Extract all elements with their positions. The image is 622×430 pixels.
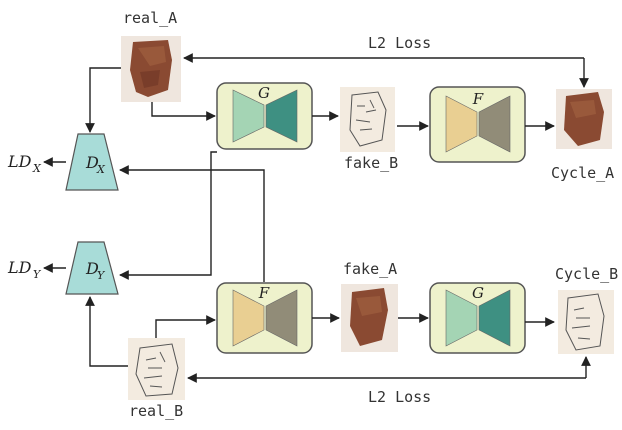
real-b-to-f-arrow [155, 315, 216, 338]
fake-b-label: fake_B [344, 154, 398, 172]
cycle-b-label: Cycle_B [555, 265, 618, 283]
fake-b-to-dy-arrow [119, 151, 217, 280]
discriminator-dy: D Y [65, 241, 119, 295]
generator-g-top-label: G [258, 84, 270, 102]
cycle-b-image [558, 290, 614, 354]
fake-b-image [340, 87, 395, 152]
fake-a-label: fake_A [343, 260, 397, 278]
dy-sub-label: Y [97, 269, 106, 282]
generator-g-bottom: G [429, 282, 526, 354]
generator-f-bottom: F [216, 282, 313, 354]
generator-f-top: F [429, 86, 526, 163]
l2-loss-top-label: L2 Loss [368, 34, 431, 52]
real-a-image [121, 36, 181, 102]
ldx-sub-label: X [32, 162, 42, 175]
real-b-label: real_B [129, 402, 183, 420]
dx-main-label: D [85, 153, 99, 172]
ldy-main-label: LD [7, 258, 32, 277]
generator-f-top-label: F [472, 90, 484, 108]
dx-sub-label: X [96, 163, 106, 176]
l2-loss-bottom-label: L2 Loss [368, 388, 431, 406]
discriminator-dx: D X [65, 133, 119, 191]
fake-a-to-dx-arrow [119, 165, 265, 282]
fake-a-image [341, 284, 398, 352]
real-b-image [128, 338, 185, 400]
ldx-main-label: LD [7, 152, 32, 171]
cycle-a-label: Cycle_A [551, 164, 614, 182]
real-a-to-g-arrow [151, 102, 216, 121]
generator-g-top: G [216, 82, 313, 150]
generator-f-bottom-label: F [258, 284, 270, 302]
real-a-label: real_A [123, 9, 177, 27]
cycle-a-image [556, 89, 612, 149]
dy-main-label: D [85, 259, 99, 278]
real-a-to-dx-arrow [85, 67, 121, 133]
real-b-to-dy-arrow [85, 296, 128, 367]
ldy-sub-label: Y [33, 268, 42, 281]
generator-g-bottom-label: G [472, 284, 484, 302]
